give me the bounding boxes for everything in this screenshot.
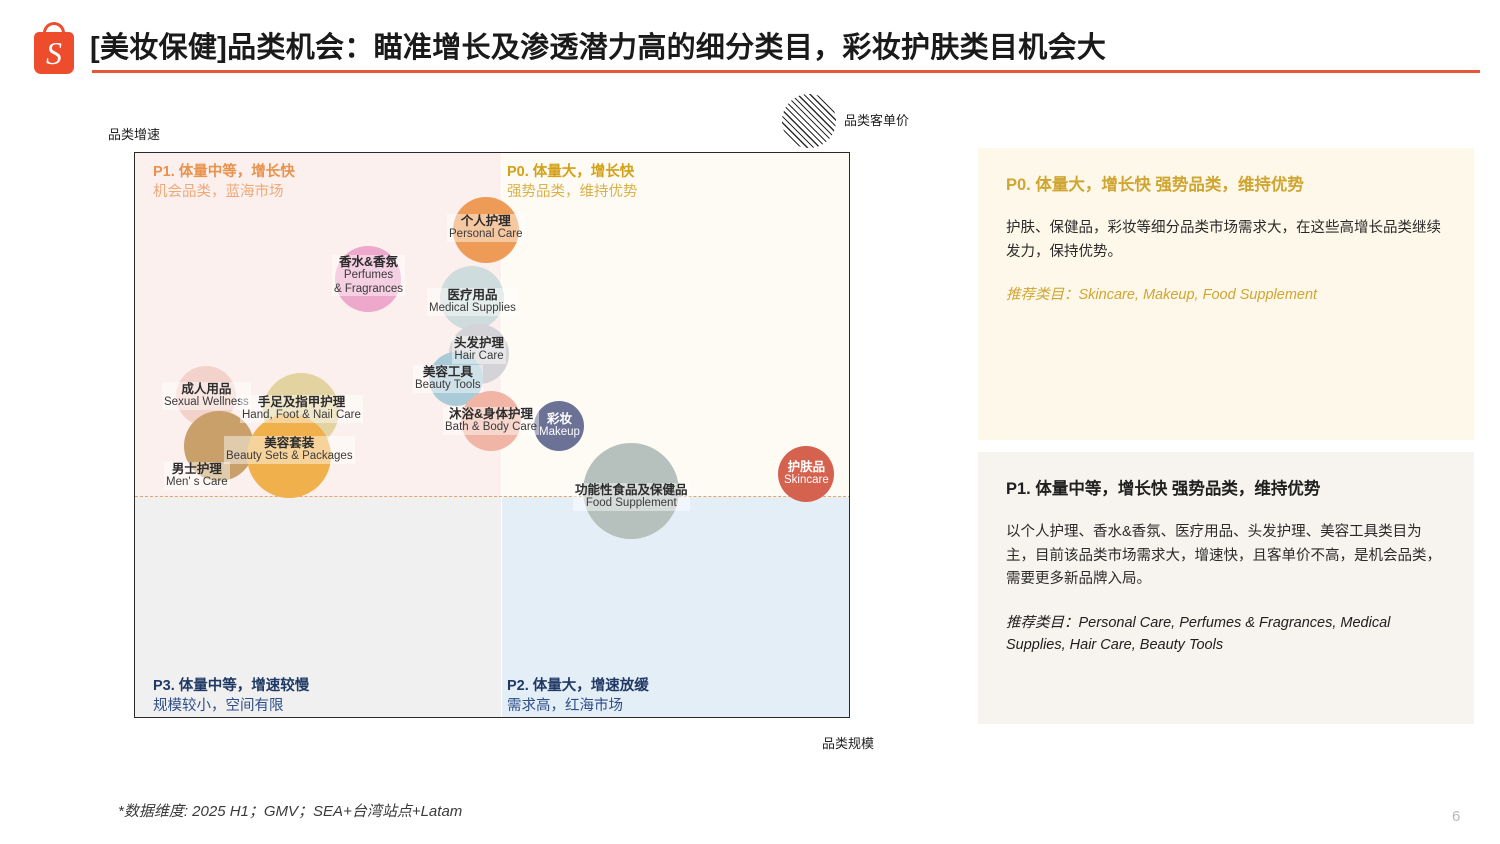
bubble-makeup <box>534 401 584 451</box>
x-axis-label: 品类规模 <box>822 736 875 751</box>
panel-p1-recommend: 推荐类目：Personal Care, Perfumes & Fragrance… <box>1006 614 1391 654</box>
quadrant-p2-title: P2. 体量大，增速放缓 <box>507 678 649 694</box>
page-number: 6 <box>1452 808 1461 825</box>
panel-p0-recommend: 推荐类目：Skincare, Makeup, Food Supplement <box>1006 287 1318 304</box>
logo-bag <box>34 32 74 74</box>
quadrant-p1-subtitle: 机会品类，蓝海市场 <box>153 183 284 200</box>
page-title: [美妆保健]品类机会：瞄准增长及渗透潜力高的细分类目，彩妆护肤类目机会大 <box>90 32 1107 64</box>
logo-letter: S <box>46 35 62 71</box>
bubble-food-supplement <box>583 443 679 539</box>
bubble-men-s-care <box>184 411 254 481</box>
panel-p0: P0. 体量大，增长快 强势品类，维持优势 护肤、保健品，彩妆等细分品类市场需求… <box>978 148 1474 440</box>
quadrant-label-p2: P2. 体量大，增速放缓 需求高，红海市场 <box>507 677 649 716</box>
panel-p1: P1. 体量中等，增长快 强势品类，维持优势 以个人护理、香水&香氛、医疗用品、… <box>978 452 1474 724</box>
quadrant-p0-subtitle: 强势品类，维持优势 <box>507 183 638 200</box>
y-axis-label: 品类增速 <box>108 127 161 142</box>
quadrant-p3-subtitle: 规模较小，空间有限 <box>153 697 284 714</box>
shopee-logo: S <box>30 18 78 76</box>
quadrant-p3-title: P3. 体量中等，增速较慢 <box>153 678 310 694</box>
title-underline <box>92 70 1480 73</box>
panel-p1-body: 以个人护理、香水&香氛、医疗用品、头发护理、美容工具类目为主，目前该品类市场需求… <box>1006 524 1441 588</box>
quadrant-label-p1: P1. 体量中等，增长快 机会品类，蓝海市场 <box>153 163 295 202</box>
bubble-perfumes-fragrances <box>335 246 401 312</box>
panel-p0-body: 护肤、保健品，彩妆等细分品类市场需求大，在这些高增长品类继续发力，保持优势。 <box>1006 220 1441 260</box>
panel-p1-heading: P1. 体量中等，增长快 强势品类，维持优势 <box>1006 480 1321 498</box>
bubble-chart: P1. 体量中等，增长快 机会品类，蓝海市场 P0. 体量大，增长快 强势品类，… <box>134 152 850 718</box>
horizontal-threshold-line <box>135 496 849 497</box>
quadrant-p1-title: P1. 体量中等，增长快 <box>153 164 295 180</box>
quadrant-label-p3: P3. 体量中等，增速较慢 规模较小，空间有限 <box>153 677 309 716</box>
bubble-medical-supplies <box>440 266 504 330</box>
bubble-bath-body-care <box>461 391 521 451</box>
footnote: *数据维度: 2025 H1；GMV；SEA+台湾站点+Latam <box>118 803 463 820</box>
bubble-skincare <box>778 446 834 502</box>
legend-label: 品类客单价 <box>844 113 910 128</box>
quadrant-p2-bg <box>501 497 849 717</box>
bubble-beauty-sets-packages <box>247 414 331 498</box>
panel-p0-heading: P0. 体量大，增长快 强势品类，维持优势 <box>1006 176 1304 194</box>
hatched-circle-icon <box>782 94 836 148</box>
legend: 品类客单价 <box>782 94 982 156</box>
quadrant-p0-title: P0. 体量大，增长快 <box>507 164 635 180</box>
quadrant-p2-subtitle: 需求高，红海市场 <box>507 697 623 714</box>
quadrant-p3-bg <box>135 497 501 717</box>
bubble-personal-care <box>453 197 519 263</box>
quadrant-label-p0: P0. 体量大，增长快 强势品类，维持优势 <box>507 163 638 202</box>
